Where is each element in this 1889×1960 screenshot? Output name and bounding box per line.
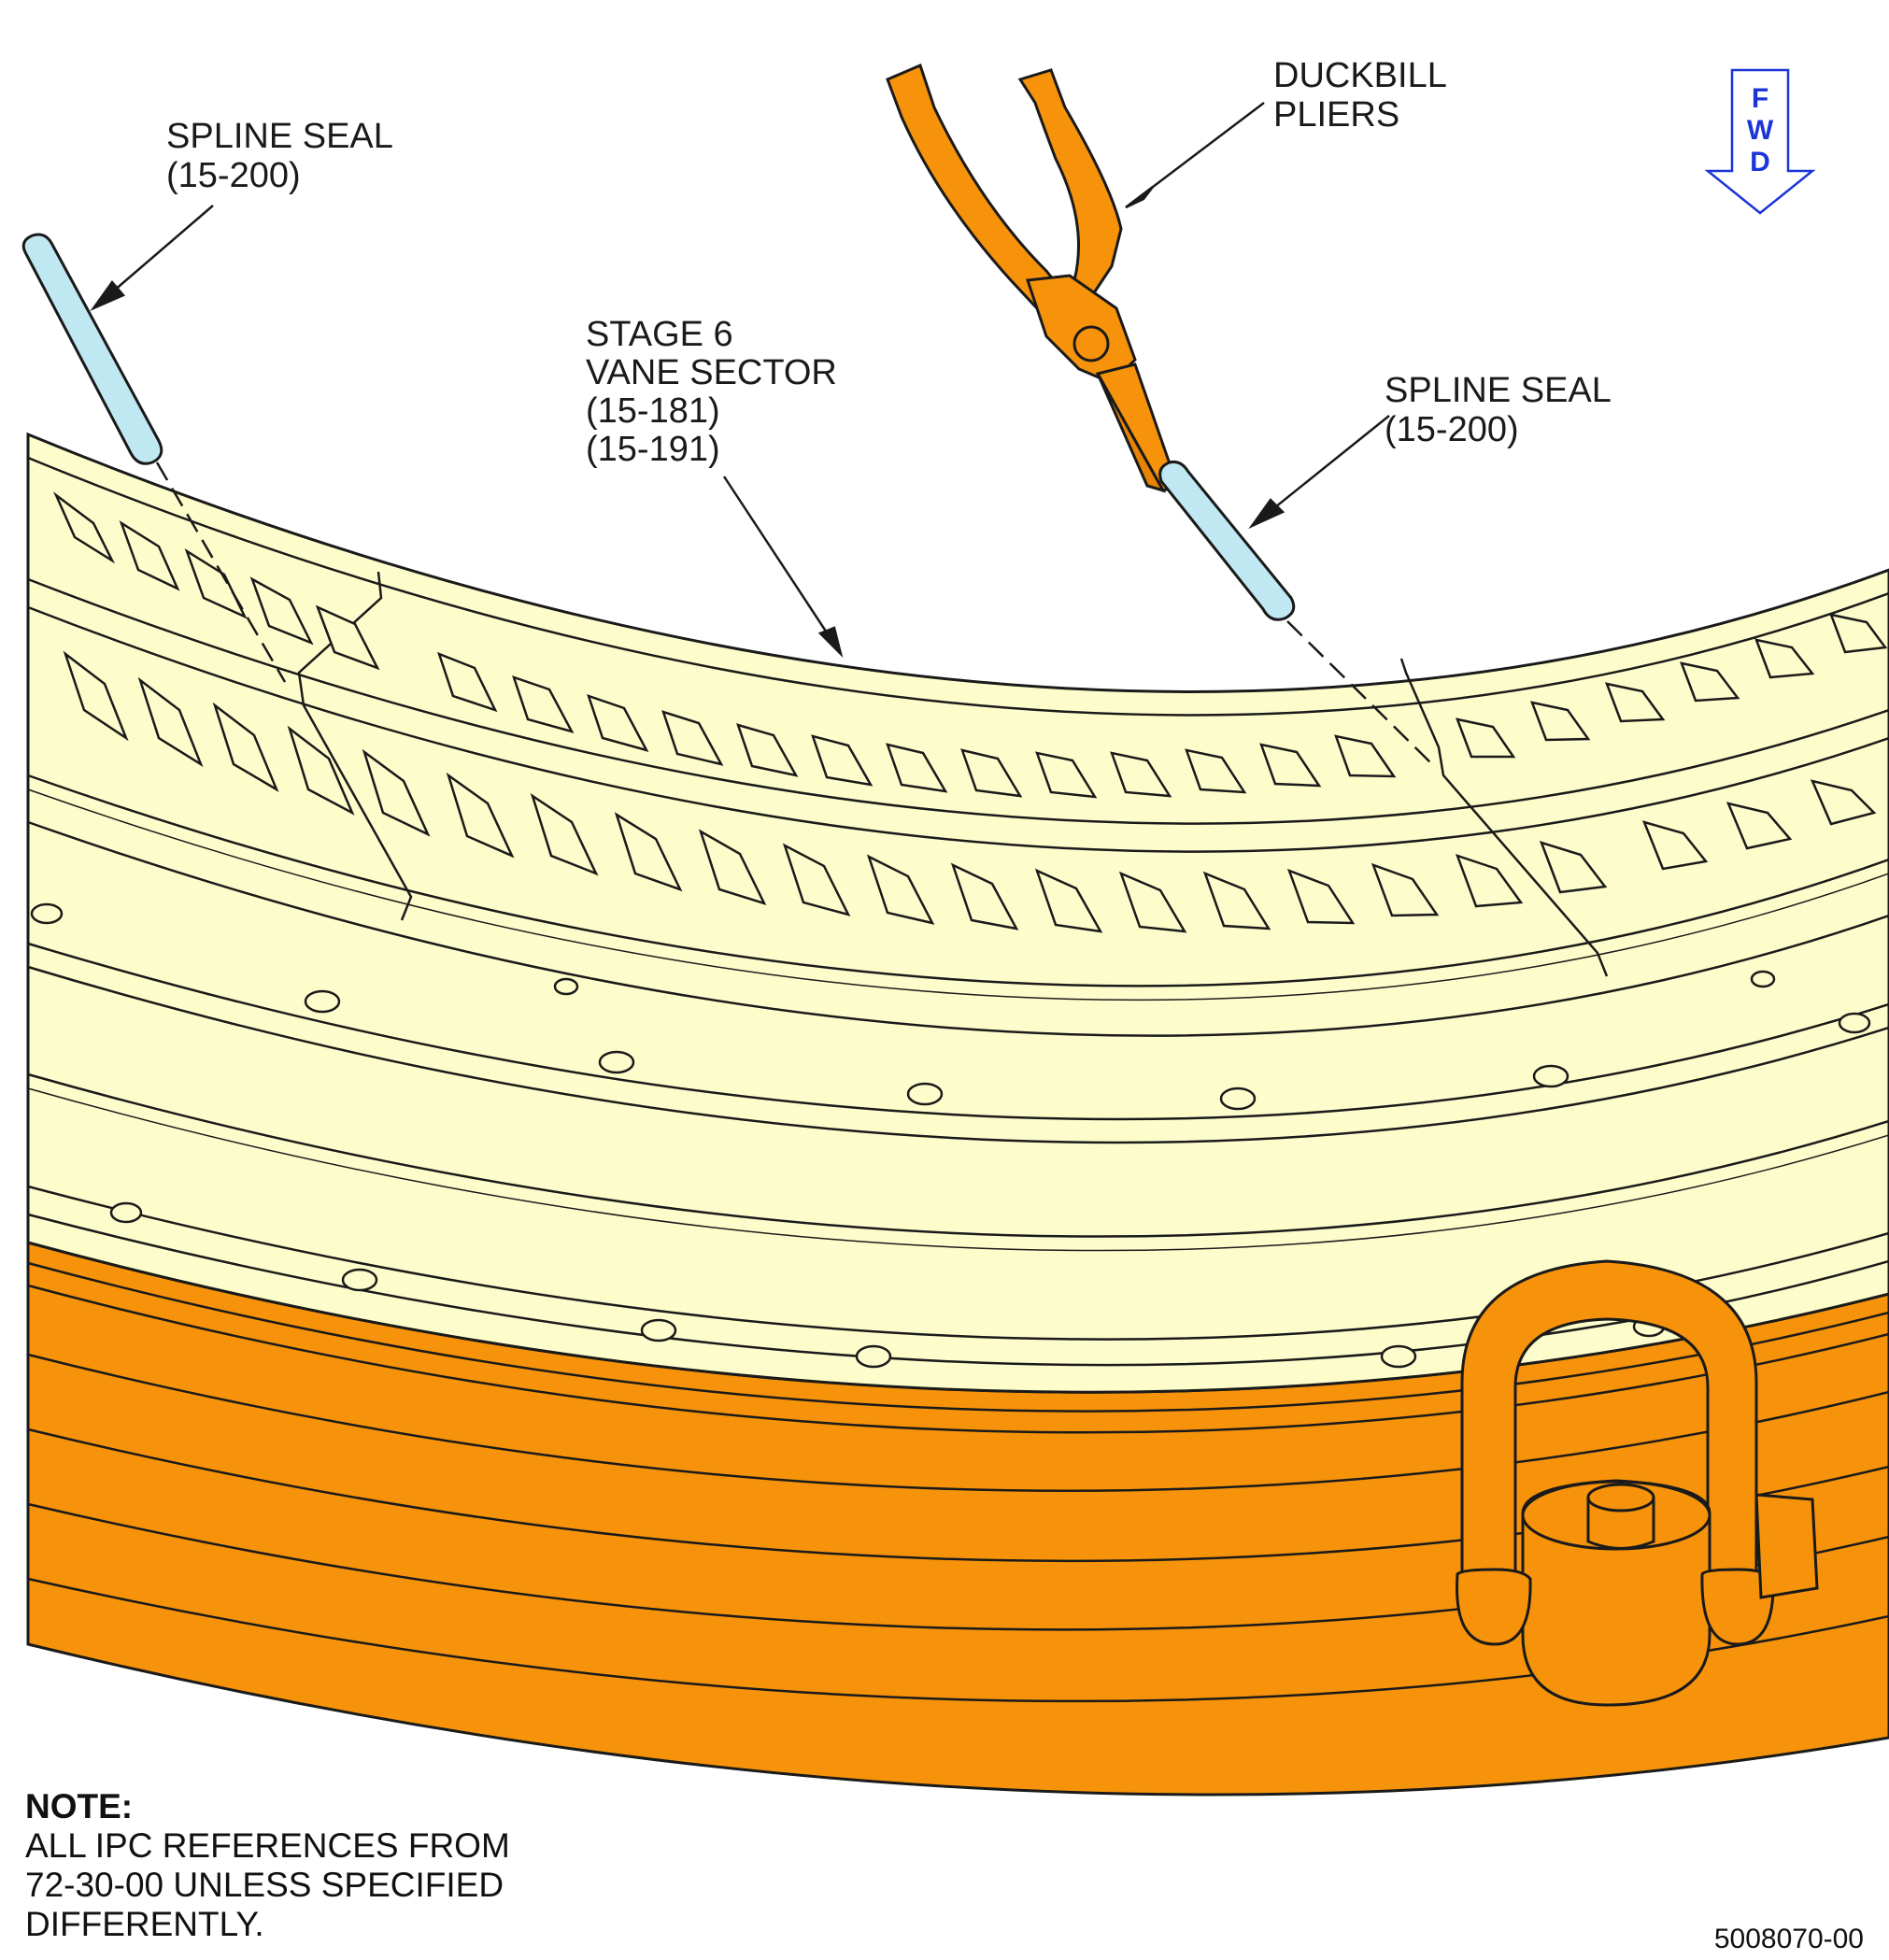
callout-part-number: (15-200) xyxy=(166,156,301,195)
leader-lines xyxy=(90,102,1390,659)
figure-number: 5008070-00 xyxy=(1714,1924,1864,1954)
note-line: 72-30-00 UNLESS SPECIFIED xyxy=(25,1866,504,1904)
note-line: DIFFERENTLY. xyxy=(25,1905,264,1943)
lifting-shackle xyxy=(1456,1259,1819,1707)
callout-duckbill-pliers: DUCKBILL PLIERS xyxy=(1273,56,1447,135)
callout-label: DUCKBILL xyxy=(1273,56,1447,95)
note-line: ALL IPC REFERENCES FROM xyxy=(25,1826,510,1865)
callout-label: PLIERS xyxy=(1273,95,1399,135)
fwd-indicator: F W D xyxy=(1704,68,1816,215)
fwd-letter-d: D xyxy=(1750,147,1770,178)
outer-case xyxy=(26,1241,1889,1797)
callout-part-number: (15-200) xyxy=(1385,410,1519,449)
callout-label: SPLINE SEAL xyxy=(1385,371,1612,410)
callout-vane-sector: STAGE 6 VANE SECTOR (15-181) (15-191) xyxy=(586,315,837,469)
fwd-letter-w: W xyxy=(1747,115,1774,146)
callout-spline-seal-right: SPLINE SEAL (15-200) xyxy=(1385,371,1612,449)
callout-label: SPLINE SEAL xyxy=(166,117,393,156)
note-block: NOTE: ALL IPC REFERENCES FROM 72-30-00 U… xyxy=(25,1787,510,1943)
note-heading: NOTE: xyxy=(25,1787,133,1825)
fwd-letter-f: F xyxy=(1752,83,1768,114)
vane-ring-assembly xyxy=(26,432,1889,1394)
callout-label: STAGE 6 xyxy=(586,315,733,354)
duckbill-pliers xyxy=(886,63,1179,493)
lower-vanes xyxy=(63,650,1877,933)
spline-seal-right xyxy=(1158,461,1435,767)
callout-label: VANE SECTOR xyxy=(586,353,837,392)
callout-part-number: (15-191) xyxy=(586,430,720,469)
callout-part-number: (15-181) xyxy=(586,391,720,431)
spline-seal-left xyxy=(21,233,287,683)
callout-spline-seal-left: SPLINE SEAL (15-200) xyxy=(166,117,393,195)
upper-vanes xyxy=(52,491,1888,799)
